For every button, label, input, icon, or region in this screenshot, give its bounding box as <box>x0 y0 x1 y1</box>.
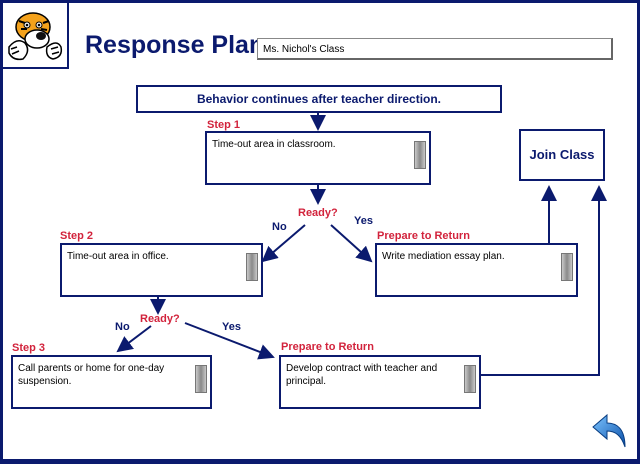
prepare2-scrollbar[interactable] <box>464 365 476 393</box>
behavior-box: Behavior continues after teacher directi… <box>136 85 502 113</box>
step2-scrollbar[interactable] <box>246 253 258 281</box>
tiger-mascot-logo <box>3 3 69 69</box>
arrow-ready2-yes <box>184 322 275 360</box>
tiger-icon <box>8 12 63 61</box>
ready2-yes-label: Yes <box>222 321 241 333</box>
arrow-prepare2-to-join <box>481 185 607 376</box>
prepare2-label: Prepare to Return <box>281 341 374 353</box>
step3-textbox[interactable]: Call parents or home for one-day suspens… <box>11 355 212 409</box>
page-title: Response Plan <box>85 31 265 59</box>
ready1-no-label: No <box>272 221 287 233</box>
prepare1-text: Write mediation essay plan. <box>382 251 505 262</box>
curved-back-arrow-icon <box>592 413 626 448</box>
prepare2-text: Develop contract with teacher and princi… <box>286 363 438 387</box>
back-button[interactable] <box>591 409 631 449</box>
response-plan-panel: Response Plan Ms. Nichol's Class Behavio… <box>3 3 637 459</box>
join-class-box: Join Class <box>519 129 605 181</box>
ready1-yes-label: Yes <box>354 215 373 227</box>
flow-connectors <box>116 113 607 376</box>
arrow-ready1-yes <box>330 224 373 263</box>
arrow-ready2-no <box>116 325 152 353</box>
ready2-label: Ready? <box>140 313 180 325</box>
step3-label: Step 3 <box>12 342 46 354</box>
ready1-label: Ready? <box>298 207 338 219</box>
ready2-no-label: No <box>115 321 130 333</box>
prepare1-label: Prepare to Return <box>377 230 470 242</box>
class-name-field[interactable]: Ms. Nichol's Class <box>257 38 613 60</box>
arrow-ready1-no <box>261 224 306 263</box>
step3-text: Call parents or home for one-day suspens… <box>18 363 165 387</box>
step2-label: Step 2 <box>60 230 94 242</box>
step3-scrollbar[interactable] <box>195 365 207 393</box>
step1-scrollbar[interactable] <box>414 141 426 169</box>
step1-textbox[interactable]: Time-out area in classroom. <box>205 131 431 185</box>
step1-text: Time-out area in classroom. <box>212 139 336 150</box>
prepare2-textbox[interactable]: Develop contract with teacher and princi… <box>279 355 481 409</box>
step1-label: Step 1 <box>207 119 241 131</box>
step2-textbox[interactable]: Time-out area in office. <box>60 243 263 297</box>
prepare1-scrollbar[interactable] <box>561 253 573 281</box>
step2-text: Time-out area in office. <box>67 251 169 262</box>
prepare1-textbox[interactable]: Write mediation essay plan. <box>375 243 578 297</box>
